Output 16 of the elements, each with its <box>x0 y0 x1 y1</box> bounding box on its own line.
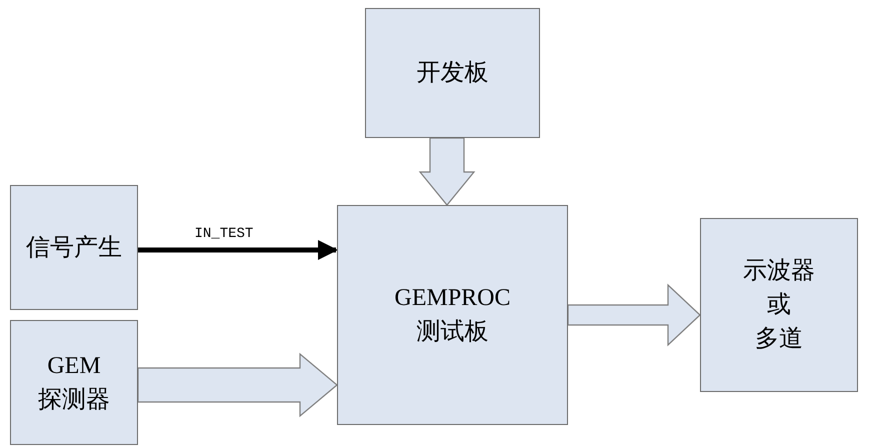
box-label: 开发板 <box>416 59 490 88</box>
block-box <box>10 185 138 310</box>
box-label: 示波器 <box>742 257 816 286</box>
block-box <box>10 320 138 445</box>
arrow <box>138 240 338 260</box>
box-label: 或 <box>766 291 792 320</box>
block-box <box>365 8 540 138</box>
box-label: GEMPROC 测试板 <box>393 284 512 347</box>
block-arrow <box>418 137 476 206</box>
block-arrow <box>567 284 701 346</box>
box-label: 多道 <box>754 325 804 354</box>
box-label: GEM 探测器 <box>37 352 111 414</box>
block-box <box>337 205 568 425</box>
block-arrow <box>137 352 338 418</box>
block-box <box>700 218 858 392</box>
box-label: 信号产生 <box>25 234 123 262</box>
